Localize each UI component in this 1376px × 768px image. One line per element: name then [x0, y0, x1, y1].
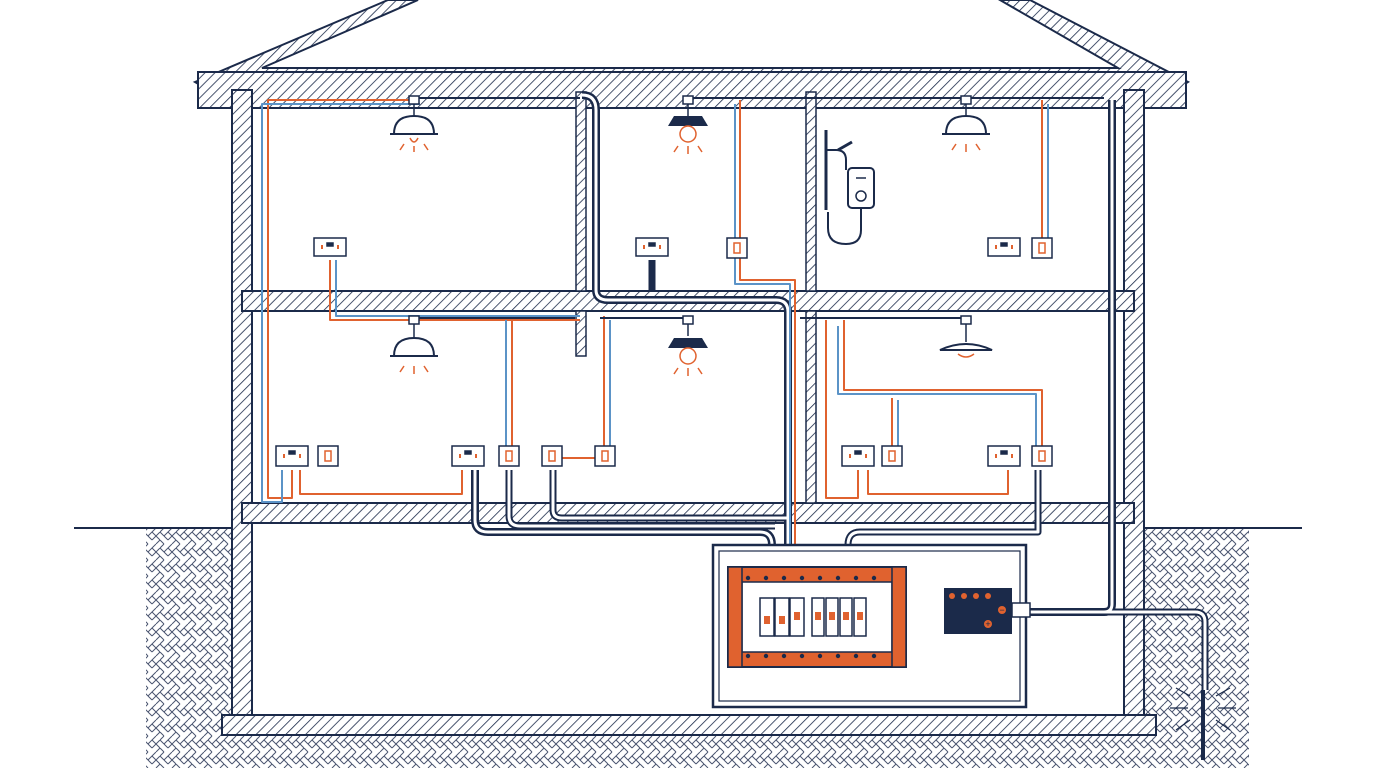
pendant-lamp-icon [942, 95, 990, 152]
electric-shower-icon [824, 130, 875, 246]
ceiling-cables [412, 97, 1104, 319]
light-bulb-icon [668, 315, 708, 376]
light-switch-icon [317, 445, 339, 467]
light-switch-icon [726, 237, 748, 259]
light-switch-icon [1031, 445, 1053, 467]
double-socket-icon [987, 237, 1021, 257]
double-socket-icon [987, 445, 1021, 467]
light-bulb-icon [668, 95, 708, 154]
light-switch-icon [881, 445, 903, 467]
double-socket-icon [841, 445, 875, 467]
outer-walls [221, 89, 1157, 736]
earth-rod-icon [1170, 687, 1236, 760]
partitions [575, 91, 817, 504]
light-switch-icon [594, 445, 616, 467]
meter-plus-label: + [985, 619, 990, 629]
double-socket-icon [635, 237, 669, 257]
double-socket-icon [313, 237, 347, 257]
pendant-lamp-icon [390, 95, 438, 152]
consumer-unit-icon [727, 566, 907, 668]
pendant-lamp-icon [390, 315, 438, 374]
conduit-runs-inner [473, 93, 1207, 690]
double-socket-icon [275, 445, 309, 467]
double-socket-icon [451, 445, 485, 467]
light-switch-icon [541, 445, 563, 467]
electricity-meter-icon: − + [944, 588, 1031, 634]
ceiling-light-icon [939, 315, 993, 358]
light-switch-icon [498, 445, 520, 467]
meter-minus-label: − [999, 605, 1004, 615]
light-switch-icon [1031, 237, 1053, 259]
roof [192, 0, 1191, 109]
ground [74, 527, 1302, 768]
